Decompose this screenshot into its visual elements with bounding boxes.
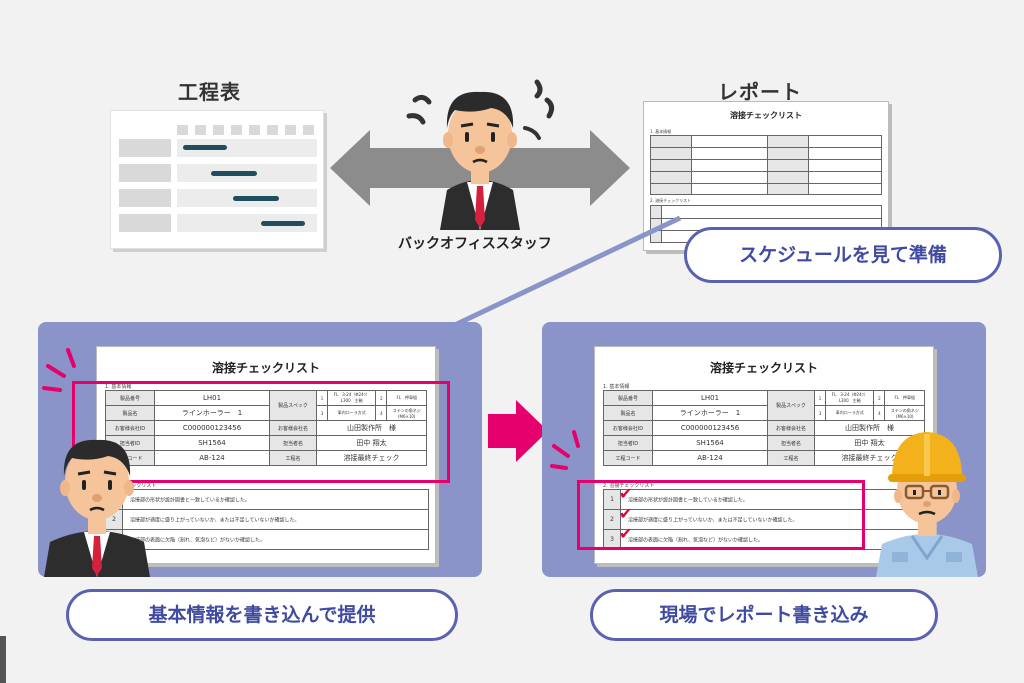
check-row: 2 溶接部が適度に盛り上がっていないか、または不足していないか確認した。 — [604, 510, 926, 530]
right-basic-info-table: 製品番号 LH01 製品スペック 1 FL 3-24（Φ24ﾜ） L300 主軸… — [603, 390, 925, 466]
right-arrow-icon — [488, 400, 548, 462]
section-basic-info: 1. 基本情報 — [650, 129, 672, 134]
checkmark-icon: ✔ — [619, 524, 633, 543]
basic-info-highlight — [72, 381, 450, 483]
checkmark-icon: ✔ — [619, 484, 633, 503]
prepare-pill: スケジュールを見て準備 — [684, 227, 1002, 283]
right-section-check-list: 2. 溶接チェックリスト — [603, 483, 655, 489]
alert-marks-icon — [550, 430, 580, 470]
staff-label: バックオフィススタッフ — [398, 236, 552, 252]
schedule-bar — [261, 221, 305, 226]
schedule-bar — [211, 171, 257, 176]
report-title: レポート — [718, 80, 802, 104]
schedule-chart — [110, 110, 324, 249]
basic-info-table — [650, 135, 882, 195]
left-section-basic-info: 1. 基本情報 — [105, 384, 132, 390]
field-report-pill: 現場でレポート書き込み — [590, 589, 938, 641]
check-row: 1 溶接部の形状が設計図書と一致しているか確認した。 — [604, 490, 926, 510]
report-doc-title: 溶接チェックリスト — [730, 111, 802, 120]
checkmark-icon: ✔ — [619, 504, 633, 523]
office-worker-icon — [44, 439, 150, 577]
section-check-list: 2. 溶接チェックリスト — [650, 198, 692, 203]
schedule-bar — [183, 145, 227, 150]
field-worker-icon — [876, 432, 978, 577]
left-check-list: 1 溶接部の形状が設計図書と一致しているか確認した。 2 溶接部が適度に盛り上が… — [105, 489, 429, 550]
connector-line — [438, 215, 682, 335]
check-list-highlight — [577, 480, 865, 550]
check-row: 2 溶接部が適度に盛り上がっていないか、または不足していないか確認した。 — [106, 510, 428, 530]
report-document-preview: 溶接チェックリスト 1. 基本情報 2. 溶接チェックリスト — [643, 101, 889, 251]
schedule-title: 工程表 — [178, 80, 241, 104]
right-report-title: 溶接チェックリスト — [709, 361, 818, 375]
office-worker-icon — [406, 79, 555, 230]
check-row: 1 溶接部の形状が設計図書と一致しているか確認した。 — [106, 490, 428, 510]
right-section-basic-info: 1. 基本情報 — [603, 384, 630, 390]
check-row: 3 溶接部の表面に欠陥（割れ、気泡など）がないか確認した。 — [106, 530, 428, 550]
left-report-title: 溶接チェックリスト — [211, 361, 320, 375]
provide-basic-info-pill: 基本情報を書き込んで提供 — [66, 589, 458, 641]
edge-tab — [0, 636, 6, 683]
alert-marks-icon — [42, 348, 76, 392]
schedule-bar — [233, 196, 279, 201]
